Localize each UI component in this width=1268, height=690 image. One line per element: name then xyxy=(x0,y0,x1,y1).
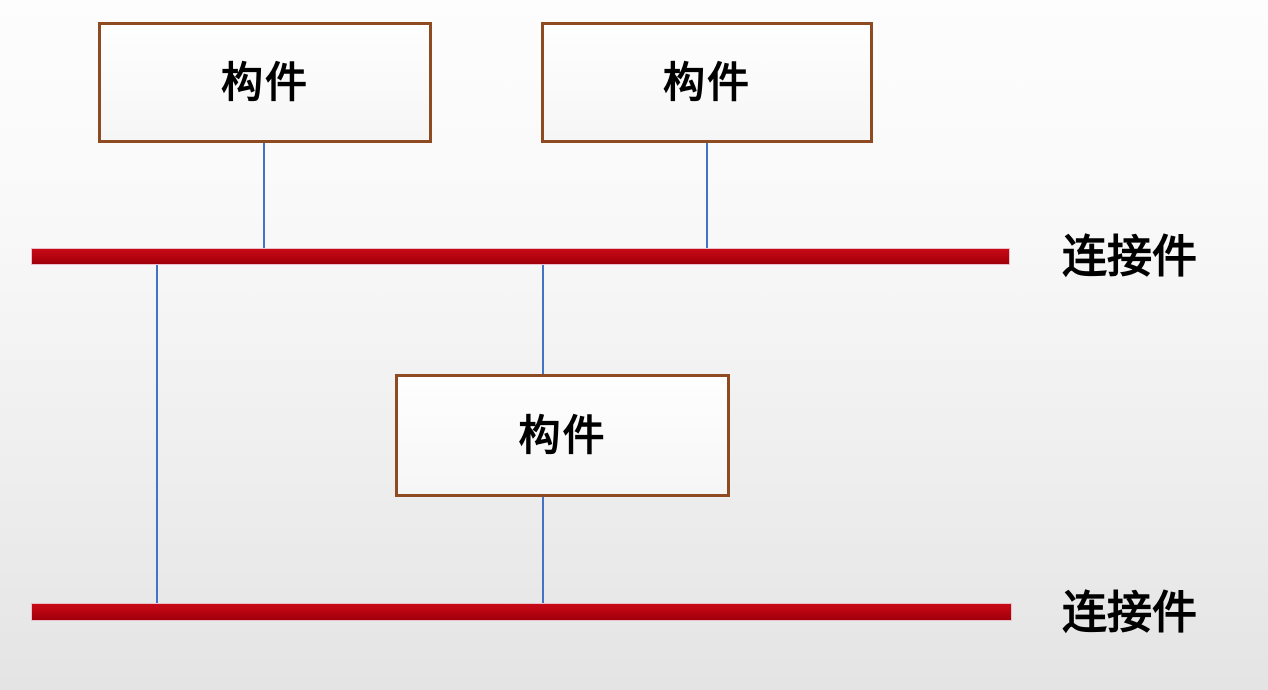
component-box-label: 构件 xyxy=(518,411,607,459)
connector-bar-bottom xyxy=(31,603,1012,621)
component-box-top-right: 构件 xyxy=(541,22,873,143)
component-box-label: 构件 xyxy=(220,58,309,106)
component-box-middle: 构件 xyxy=(395,374,730,497)
connector-line-top-bar-to-bottom-bar-left xyxy=(156,264,158,605)
connector-bar-label-bottom: 连接件 xyxy=(1062,587,1198,638)
connector-bar-top xyxy=(31,248,1010,265)
connector-bar-label-top: 连接件 xyxy=(1062,231,1198,282)
connector-line-box1-to-top-bar xyxy=(263,142,265,250)
component-box-label: 构件 xyxy=(662,58,751,106)
component-box-top-left: 构件 xyxy=(98,22,432,143)
connector-line-box2-to-top-bar xyxy=(706,142,708,250)
